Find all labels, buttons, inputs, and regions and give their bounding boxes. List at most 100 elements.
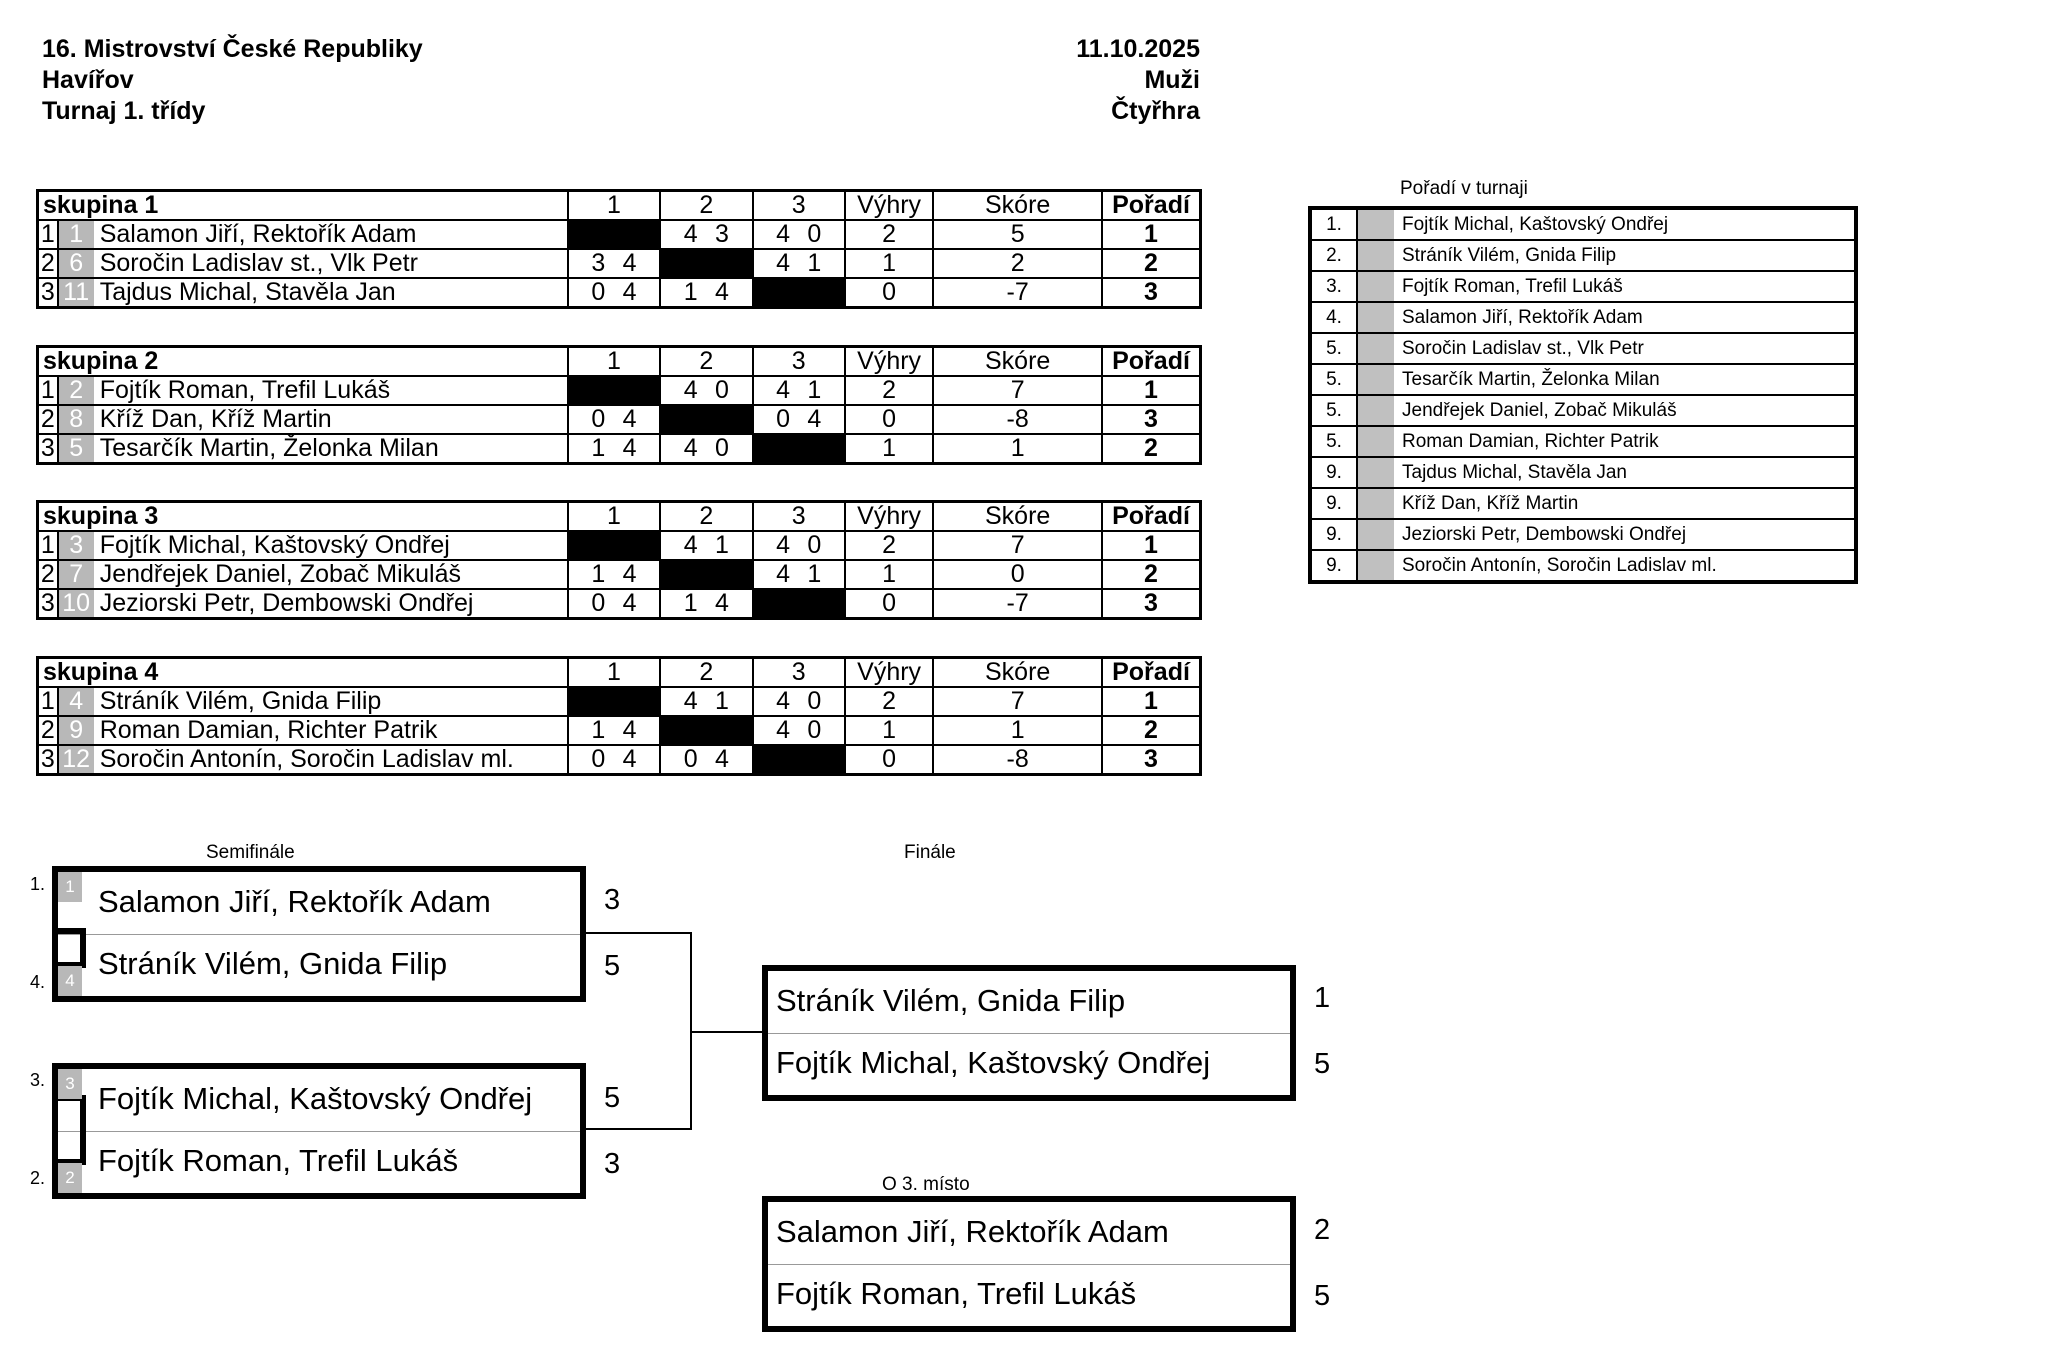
sf2-top-mark: 3. — [30, 1070, 46, 1090]
games-won: 0 — [591, 405, 606, 433]
rank-seed-cell — [1356, 394, 1394, 427]
sf2-bottom-mark: 2. — [30, 1168, 46, 1188]
rank-seed-cell — [1356, 332, 1394, 365]
third-place-label: O 3. místo — [882, 1174, 970, 1195]
rank-value: 3 — [1101, 404, 1202, 435]
third-bottom-name: Fojtík Roman, Trefil Lukáš — [776, 1276, 1137, 1311]
rank-seed-cell — [1356, 239, 1394, 272]
ranking-row: 9.Soročin Antonín, Soročin Ladislav ml. — [1309, 549, 1857, 583]
group-name: skupina 3 — [36, 500, 569, 532]
rank-value: 2 — [1101, 248, 1202, 279]
row-number: 2 — [36, 248, 59, 279]
ranking-row: 9.Jeziorski Petr, Dembowski Ondřej — [1309, 518, 1857, 551]
wins-value: 0 — [843, 277, 935, 309]
ranked-pair-name: Soročin Antonín, Soročin Ladislav ml. — [1394, 549, 1857, 583]
row-number: 3 — [36, 744, 59, 776]
seed-number: 12 — [56, 744, 94, 776]
third-top-name: Salamon Jiří, Rektořík Adam — [768, 1202, 1290, 1265]
score-header: Skóre — [932, 500, 1104, 532]
wins-value: 0 — [843, 588, 935, 620]
games-lost: 4 — [807, 405, 822, 433]
semifinal-1-box: Salamon Jiří, Rektořík Adam Stráník Vilé… — [52, 866, 586, 1002]
sf1-top-name: Salamon Jiří, Rektořík Adam — [58, 872, 580, 935]
final-rank: 3. — [1309, 270, 1358, 303]
games-lost: 0 — [807, 716, 822, 744]
games-won: 3 — [591, 249, 606, 277]
third-top-score: 2 — [1314, 1214, 1331, 1246]
self-match-cell — [566, 530, 662, 561]
seed-number: 9 — [56, 715, 94, 746]
ranking-row: 9.Kříž Dan, Kříž Martin — [1309, 487, 1857, 520]
ranking-row: 2.Stráník Vilém, Gnida Filip — [1309, 239, 1857, 272]
pair-name: Stráník Vilém, Gnida Filip — [93, 686, 569, 717]
row-number: 3 — [36, 277, 59, 309]
rank-header: Pořadí — [1101, 656, 1202, 688]
games-lost: 1 — [714, 687, 729, 715]
games-lost: 1 — [807, 249, 822, 277]
games-lost: 0 — [714, 434, 729, 462]
pair-name: Kříž Dan, Kříž Martin — [93, 404, 569, 435]
sf1-top-seed: 1 — [58, 872, 82, 902]
row-number: 1 — [36, 375, 59, 406]
games-won: 1 — [591, 716, 606, 744]
games-won: 4 — [776, 531, 791, 559]
seed-number: 1 — [56, 219, 94, 250]
rank-seed-cell — [1356, 207, 1394, 241]
ranking-row: 5.Jendřejek Daniel, Zobač Mikuláš — [1309, 394, 1857, 427]
wins-header: Výhry — [843, 345, 935, 377]
rank-value: 1 — [1101, 375, 1202, 406]
semifinal-2-box: Fojtík Michal, Kaštovský Ondřej Fojtík R… — [52, 1063, 586, 1199]
games-lost: 0 — [714, 376, 729, 404]
games-won: 4 — [776, 220, 791, 248]
games-won: 4 — [776, 249, 791, 277]
games-lost: 1 — [807, 560, 822, 588]
pair-name: Soročin Ladislav st., Vlk Petr — [93, 248, 569, 279]
score-header: Skóre — [932, 656, 1104, 688]
score-value: 5 — [932, 219, 1104, 250]
col-1-header: 1 — [566, 656, 662, 688]
rank-value: 1 — [1101, 686, 1202, 717]
ranking-row: 4.Salamon Jiří, Rektořík Adam — [1309, 301, 1857, 334]
games-lost: 4 — [622, 716, 637, 744]
tournament-location: Havířov — [42, 66, 134, 94]
final-rank: 5. — [1309, 425, 1358, 458]
sf1-bottom-name: Stráník Vilém, Gnida Filip — [98, 946, 448, 981]
ranked-pair-name: Jendřejek Daniel, Zobač Mikuláš — [1394, 394, 1857, 427]
ranked-pair-name: Jeziorski Petr, Dembowski Ondřej — [1394, 518, 1857, 551]
final-top-name: Stráník Vilém, Gnida Filip — [768, 971, 1290, 1034]
wins-value: 2 — [843, 530, 935, 561]
self-match-cell — [566, 219, 662, 250]
seed-number: 10 — [56, 588, 94, 620]
rank-value: 3 — [1101, 744, 1202, 776]
pair-name: Tajdus Michal, Stavěla Jan — [93, 277, 569, 309]
final-label: Finále — [904, 842, 956, 863]
games-lost: 4 — [622, 560, 637, 588]
games-lost: 4 — [622, 278, 637, 306]
ranking-row: 5.Roman Damian, Richter Patrik — [1309, 425, 1857, 458]
self-match-cell — [751, 744, 846, 776]
col-2-header: 2 — [659, 189, 754, 221]
rank-seed-cell — [1356, 363, 1394, 396]
score-value: 1 — [932, 715, 1104, 746]
games-won: 0 — [591, 589, 606, 617]
rank-value: 1 — [1101, 530, 1202, 561]
col-1-header: 1 — [566, 189, 662, 221]
rank-value: 1 — [1101, 219, 1202, 250]
wins-header: Výhry — [843, 189, 935, 221]
games-lost: 1 — [807, 376, 822, 404]
self-match-cell — [566, 686, 662, 717]
